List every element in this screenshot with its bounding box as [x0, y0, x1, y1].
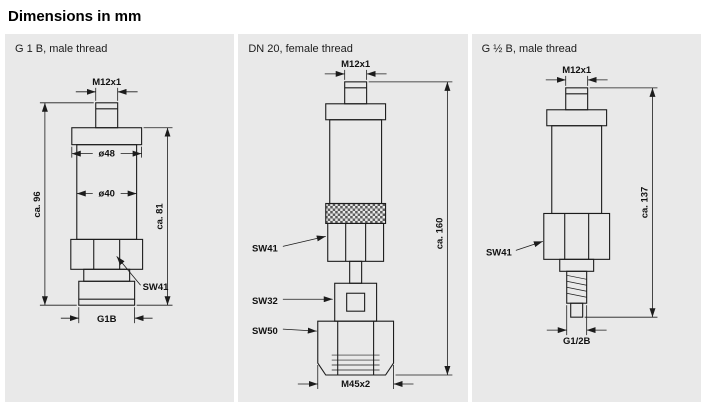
label-ca96: ca. 96: [32, 191, 43, 217]
hex-nut-sw41: [327, 222, 385, 262]
female-thread-lines: [332, 354, 380, 371]
dim-thread-bottom-g12b: G1/2B: [546, 305, 607, 347]
top-cap: [325, 103, 387, 121]
top-cap: [545, 109, 607, 127]
connector-stub: [564, 87, 588, 111]
label-ca160: ca. 160: [435, 218, 446, 250]
dim-height-ca160: ca. 160: [368, 81, 453, 376]
dim-thread-bottom-g1b: G1B: [60, 307, 153, 325]
panels-row: G 1 B, male thread: [5, 34, 701, 402]
dim-dia-40: ø40: [76, 189, 137, 200]
dim-dia-48: ø48: [71, 146, 142, 160]
label-sw50: SW50: [252, 326, 278, 337]
drawing-g12b: M12x1 ca. 137 SW41: [486, 65, 658, 347]
label-m45x2: M45x2: [342, 379, 371, 390]
label-g1b: G1B: [97, 314, 117, 325]
panel-dn20-caption: DN 20, female thread: [248, 43, 353, 55]
transmitter-body-g12b: [542, 87, 610, 318]
sensor-tip: [569, 302, 583, 318]
collar: [83, 268, 131, 282]
dim-thread-top: M12x1: [545, 65, 608, 86]
panel-g12b: G ½ B, male thread: [471, 34, 701, 402]
dim-height-ca137: ca. 137: [584, 87, 658, 318]
union-nut-sw50: [317, 320, 395, 376]
label-dia40: ø40: [99, 189, 115, 200]
label-sw32: SW32: [252, 296, 278, 307]
drawing-g1b: M12x1 ø48 ø40: [32, 77, 173, 325]
case-cylinder: [329, 119, 383, 205]
connector-stub: [344, 81, 368, 105]
leader-sw41: SW41: [252, 235, 327, 254]
transmitter-body-dn20: [317, 81, 395, 376]
drawing-dn20: M12x1 ca. 160 SW41: [252, 59, 453, 390]
transmitter-body-g1b: [70, 102, 144, 306]
top-cap: [71, 127, 143, 146]
connector-stub: [95, 102, 119, 129]
dim-thread-top: M12x1: [75, 77, 138, 101]
label-sw41: SW41: [252, 243, 278, 254]
panel-g12b-caption: G ½ B, male thread: [481, 43, 578, 55]
hex-nut: [70, 238, 144, 270]
panel-g1b: G 1 B, male thread: [5, 34, 235, 402]
panel-dn20: DN 20, female thread: [238, 34, 468, 402]
label-ca137: ca. 137: [639, 187, 650, 219]
neck: [349, 260, 363, 284]
label-dia48: ø48: [99, 149, 115, 160]
hex-nut-sw41: [542, 212, 610, 260]
label-m12x1: M12x1: [342, 59, 371, 70]
knurled-ring: [325, 202, 387, 224]
dim-thread-top: M12x1: [325, 59, 387, 80]
case-cylinder: [550, 125, 602, 215]
leader-sw32: SW32: [252, 296, 334, 307]
label-sw41: SW41: [143, 282, 169, 293]
collar: [558, 258, 594, 272]
label-m12x1: M12x1: [92, 77, 121, 88]
dim-thread-bottom-m45: M45x2: [298, 365, 414, 390]
process-port: [78, 280, 136, 306]
dim-height-ca96: ca. 96: [32, 102, 94, 306]
square-sw32: [334, 282, 378, 322]
leader-sw50: SW50: [252, 326, 318, 337]
dim-height-ca81: ca. 81: [136, 127, 173, 306]
panel-g1b-caption: G 1 B, male thread: [15, 43, 108, 55]
label-sw41: SW41: [486, 247, 512, 258]
male-thread-lines: [566, 274, 587, 298]
label-m12x1: M12x1: [562, 65, 591, 76]
leader-sw41: SW41: [486, 241, 543, 258]
label-g12b: G1/2B: [563, 336, 591, 347]
label-ca81: ca. 81: [155, 203, 166, 229]
leader-sw41: SW41: [116, 256, 169, 293]
page-title: Dimensions in mm: [8, 8, 142, 25]
